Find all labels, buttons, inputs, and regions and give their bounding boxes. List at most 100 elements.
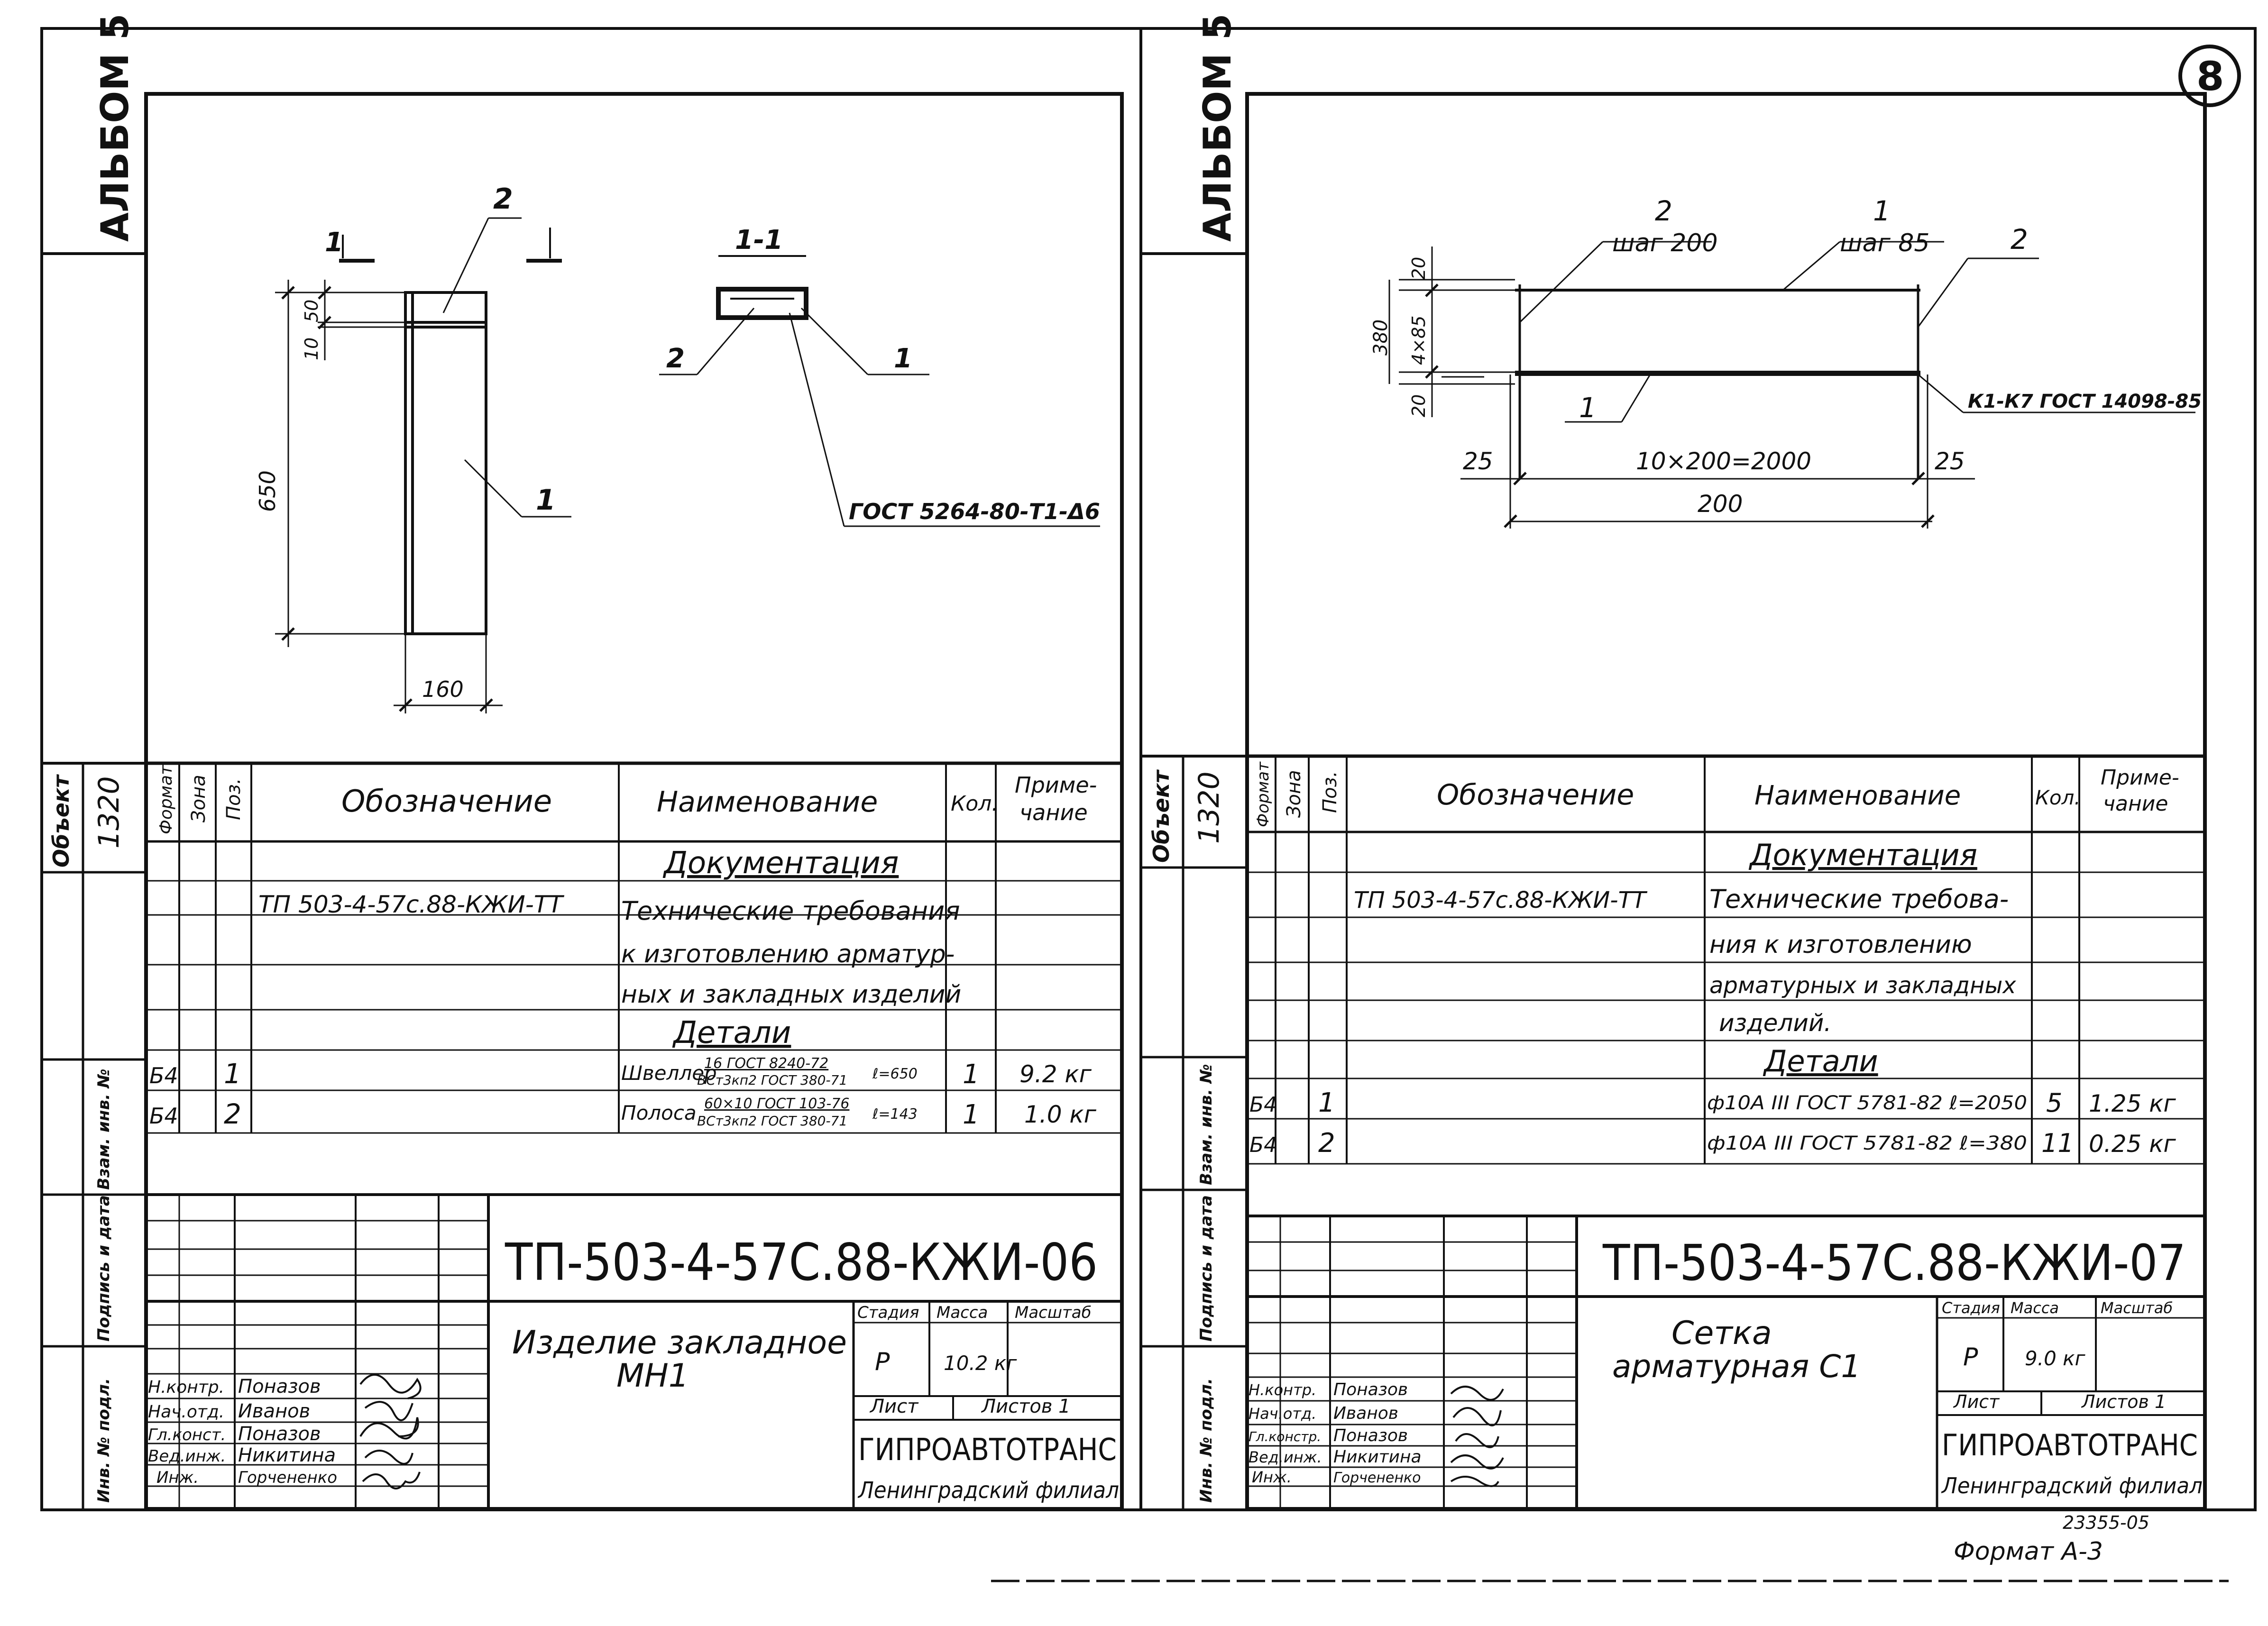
section-position-2: 2	[666, 343, 685, 374]
r-row2-pos: 2	[1318, 1128, 1335, 1159]
stage-value: Р	[875, 1348, 890, 1376]
doc-line-1: Технические требования	[621, 896, 960, 926]
weld-note: ГОСТ 5264-80-Т1-Δ6	[849, 499, 1100, 524]
r-staff-role-4: Вед.инж.	[1249, 1448, 1322, 1466]
object-label: Объект	[48, 774, 74, 868]
r-details-heading: Детали	[1763, 1044, 1878, 1078]
row2-name: Полоса	[621, 1101, 697, 1124]
r-sheets-label: Листов 1	[2081, 1391, 2166, 1412]
r-staff-role-3: Гл.констр.	[1249, 1429, 1321, 1444]
object-number: 1320	[92, 776, 126, 849]
mesh-dim-20a: 20	[1408, 257, 1429, 280]
left-section-view	[659, 255, 1100, 527]
mass-value: 10.2 кг	[944, 1352, 1017, 1375]
header-note-2: чание	[1019, 800, 1088, 825]
r-drawing-code: ТП-503-4-57С.88-КЖИ-07	[1602, 1234, 2186, 1292]
row2-qty: 1	[963, 1099, 980, 1130]
r-staff-role-5: Инж.	[1252, 1468, 1292, 1486]
section-mark-left: 1	[325, 227, 343, 258]
right-sheet: АЛЬБОМ 5 8 Объект 1320 Взам. инв. № Подп…	[1139, 14, 2257, 1566]
album-label-right: АЛЬБОМ 5	[1195, 14, 1240, 242]
mesh-position-1b: 1	[1579, 392, 1597, 424]
mesh-dim-4x85: 4×85	[1408, 316, 1429, 365]
row2-std-bottom: ВСт3кп2 ГОСТ 380-71	[697, 1113, 847, 1129]
r-doc-heading: Документация	[1748, 838, 1977, 872]
r-organization: ГИПРОАВТОТРАНС	[1942, 1428, 2198, 1462]
header-format: Формат	[156, 765, 176, 834]
header-note-1: Приме-	[1015, 772, 1097, 798]
r-doc-line-1: Технические требова-	[1709, 884, 2009, 914]
row1-std-bottom: ВСт3кп2 ГОСТ 380-71	[697, 1072, 847, 1088]
scale-label: Масштаб	[1015, 1303, 1092, 1322]
r-staff-name-3: Поназов	[1333, 1426, 1408, 1445]
staff-name-4: Никитина	[238, 1444, 336, 1466]
r-signatures	[1450, 1386, 1504, 1487]
r-staff-role-2: Нач.отд.	[1249, 1405, 1316, 1423]
product-name-2: МН1	[616, 1357, 689, 1395]
sheet-number: 8	[2196, 53, 2224, 100]
header-name: Наименование	[657, 786, 878, 819]
mesh-position-2a: 2	[1655, 195, 1672, 227]
sheet-label: Лист	[869, 1396, 919, 1417]
mesh-dim-25a: 25	[1463, 448, 1493, 475]
r-doc-code: ТП 503-4-57с.88-КЖИ-ТТ	[1354, 887, 1648, 913]
r-stage-value: Р	[1963, 1343, 1978, 1371]
mesh-position-1a: 1	[1873, 195, 1891, 227]
staff-role-2: Нач.отд.	[148, 1402, 224, 1422]
right-title-block	[1247, 1216, 2205, 1509]
drawing-code: ТП-503-4-57С.88-КЖИ-06	[505, 1233, 1098, 1292]
right-spec-table	[1247, 754, 2205, 1217]
staff-name-5: Горчененко	[238, 1468, 337, 1487]
side-label-signature-date-right: Подпись и дата	[1197, 1195, 1216, 1342]
doc-line-3: ных и закладных изделий	[621, 980, 961, 1009]
r-doc-line-4: изделий.	[1719, 1009, 1831, 1037]
position-1-label: 1	[536, 484, 556, 517]
left-title-block	[146, 1195, 1122, 1509]
staff-role-4: Вед.инж.	[148, 1447, 226, 1466]
r-row1-note: 1.25 кг	[2089, 1090, 2176, 1117]
r-doc-line-3: арматурных и закладных	[1709, 972, 2016, 999]
dimension-50: 50	[301, 300, 322, 322]
mesh-position-2b: 2	[2011, 223, 2028, 256]
format-label: Формат А-3	[1954, 1537, 2103, 1566]
row2-pos: 2	[224, 1098, 241, 1130]
r-staff-name-2: Иванов	[1333, 1404, 1398, 1423]
row1-format: Б4	[149, 1063, 178, 1088]
section-position-1: 1	[894, 343, 912, 374]
sheet-number-circle	[2178, 45, 2241, 107]
staff-role-1: Н.контр.	[148, 1378, 224, 1397]
sheets-label: Листов 1	[981, 1396, 1071, 1417]
r-scale-label: Масштаб	[2101, 1299, 2173, 1317]
r-header-note-1: Приме-	[2101, 766, 2179, 790]
r-staff-role-1: Н.контр.	[1249, 1381, 1316, 1399]
r-header-pos: Поз.	[1319, 771, 1341, 813]
r-row1-desc: ф10А III ГОСТ 5781-82 ℓ=2050	[1707, 1092, 2027, 1114]
mesh-dim-middle: 10×200=2000	[1636, 448, 1811, 475]
r-row1-pos: 1	[1318, 1087, 1335, 1118]
row1-note: 9.2 кг	[1019, 1060, 1092, 1088]
header-qty: Кол.	[951, 792, 998, 816]
r-header-name: Наименование	[1754, 780, 1961, 811]
product-name-1: Изделие закладное	[512, 1324, 847, 1361]
row1-name: Швеллер	[621, 1061, 717, 1085]
header-pos: Поз.	[223, 778, 245, 820]
album-label: АЛЬБОМ 5	[93, 14, 137, 242]
side-label-replace-inv-right: Взам. инв. №	[1197, 1064, 1216, 1185]
left-front-view	[275, 217, 571, 713]
r-header-qty: Кол.	[2035, 786, 2081, 809]
header-designation: Обозначение	[341, 784, 552, 819]
doc-code: ТП 503-4-57с.88-КЖИ-ТТ	[258, 891, 564, 918]
stage-label: Стадия	[857, 1303, 919, 1322]
mass-label: Масса	[937, 1303, 988, 1322]
object-label-right: Объект	[1148, 769, 1174, 863]
side-label-inv-orig: Инв. № подл.	[94, 1378, 113, 1503]
dimension-10: 10	[301, 338, 322, 360]
staff-name-2: Иванов	[238, 1400, 310, 1422]
r-header-designation: Обозначение	[1437, 778, 1634, 812]
r-header-zone: Зона	[1283, 770, 1305, 818]
dimension-160: 160	[422, 676, 464, 702]
row1-qty: 1	[963, 1059, 980, 1090]
doc-heading: Документация	[662, 846, 899, 881]
details-heading: Детали	[672, 1015, 791, 1051]
